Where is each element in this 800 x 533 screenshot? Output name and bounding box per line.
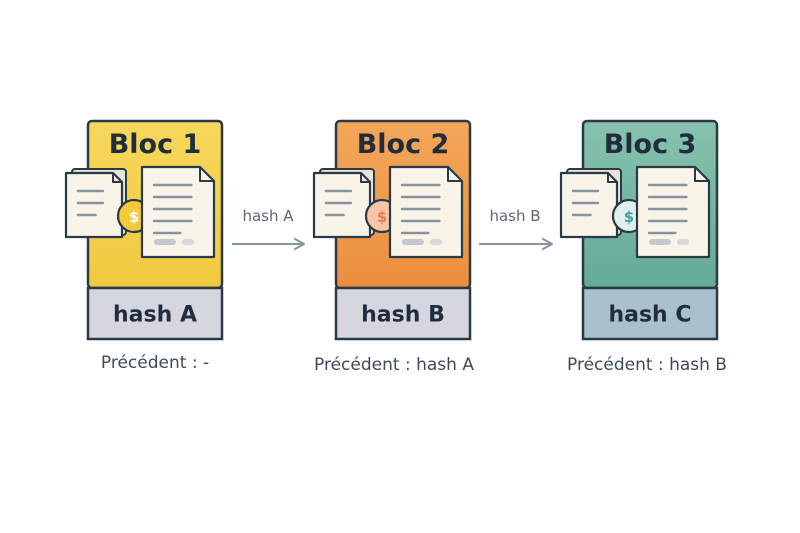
large-document-bar (182, 239, 194, 245)
large-document-bar (402, 239, 424, 245)
arrows-layer: hash A hash B (232, 207, 553, 250)
block-title: Bloc 2 (357, 129, 450, 160)
arrow-1: hash A (232, 207, 305, 250)
previous-hash-label: Précédent : hash B (567, 355, 727, 375)
previous-hash-label: Précédent : hash A (314, 355, 474, 375)
arrow-label: hash B (489, 207, 540, 225)
block-1: Bloc 1 $ hash A Précédent : - (64, 119, 224, 373)
block-2: Bloc 2 $ hash B Précédent : hash A (312, 119, 474, 375)
block-hash: hash C (608, 303, 691, 328)
block-title: Bloc 3 (604, 129, 697, 160)
block-title: Bloc 1 (109, 129, 202, 160)
dollar-symbol: $ (377, 208, 387, 226)
block-hash-area (581, 286, 719, 341)
large-document-bar (649, 239, 671, 245)
previous-hash-label: Précédent : - (101, 353, 209, 373)
large-document-page-fold (447, 167, 462, 182)
block-hash: hash B (361, 303, 445, 328)
arrow-label: hash A (242, 207, 294, 225)
large-document-page (140, 165, 216, 259)
dollar-symbol: $ (129, 208, 139, 226)
small-document-page-fold (607, 173, 617, 183)
large-document-page-fold (694, 167, 709, 182)
large-document-page (388, 165, 464, 259)
block-3: Bloc 3 $ hash C Précédent : hash B (559, 119, 727, 375)
block-hash-area (86, 286, 224, 341)
block-hash-area (334, 286, 472, 341)
large-document-bar (154, 239, 176, 245)
blocks-layer: Bloc 1 $ hash A Précédent : - Bloc 2 $ hash B P… (64, 119, 727, 375)
small-document-page-fold (360, 173, 370, 183)
block-hash: hash A (113, 303, 197, 328)
large-document-page-fold (199, 167, 214, 182)
large-document-bar (677, 239, 689, 245)
large-document-bar (430, 239, 442, 245)
small-document-page-fold (112, 173, 122, 183)
large-document-page (635, 165, 711, 259)
arrow-2: hash B (479, 207, 553, 250)
dollar-symbol: $ (624, 208, 634, 226)
